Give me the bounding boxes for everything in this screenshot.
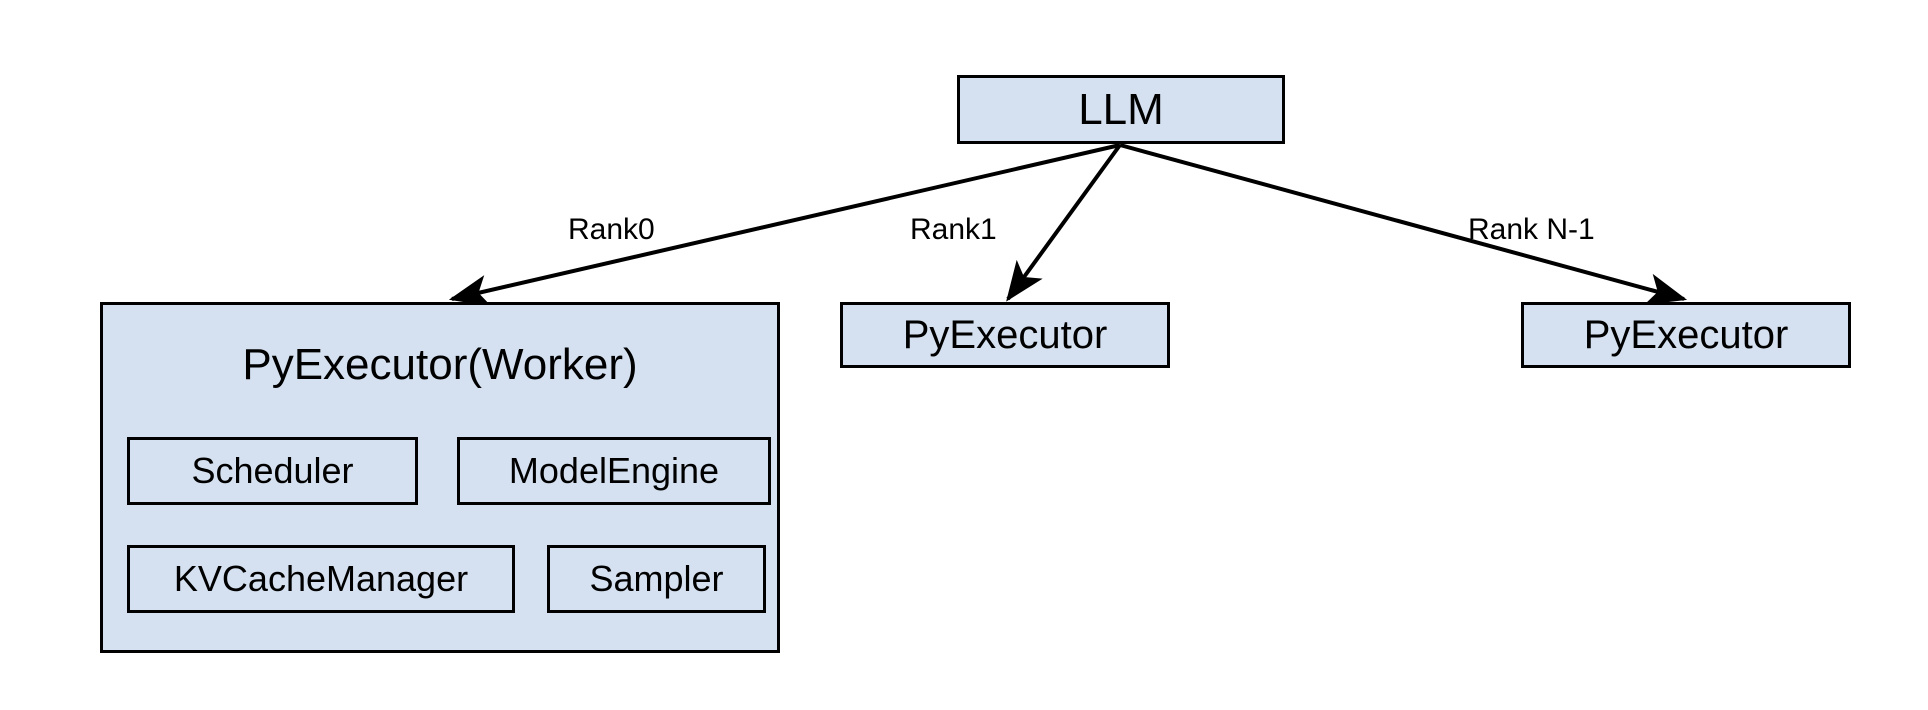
- node-scheduler[interactable]: Scheduler: [127, 437, 418, 505]
- edge-label-rank-n-1: Rank N-1: [1468, 213, 1595, 246]
- node-modelengine[interactable]: ModelEngine: [457, 437, 771, 505]
- node-pyexecutor-worker-title: PyExecutor(Worker): [242, 340, 638, 389]
- edge-rank-n-1: [1119, 143, 1688, 305]
- edge-rank1: [1006, 143, 1122, 302]
- node-pyexecutor-rank-n-1[interactable]: PyExecutor: [1521, 302, 1851, 368]
- node-sampler[interactable]: Sampler: [547, 545, 766, 613]
- node-pyexecutor-rank1[interactable]: PyExecutor: [840, 302, 1170, 368]
- edge-label-rank0: Rank0: [568, 213, 655, 246]
- node-kvcachemanager[interactable]: KVCacheManager: [127, 545, 515, 613]
- node-pyexecutor-worker[interactable]: PyExecutor(Worker) Scheduler ModelEngine…: [100, 302, 780, 653]
- edge-rank0: [448, 143, 1121, 307]
- node-llm[interactable]: LLM: [957, 75, 1285, 144]
- edge-label-rank1: Rank1: [910, 213, 997, 246]
